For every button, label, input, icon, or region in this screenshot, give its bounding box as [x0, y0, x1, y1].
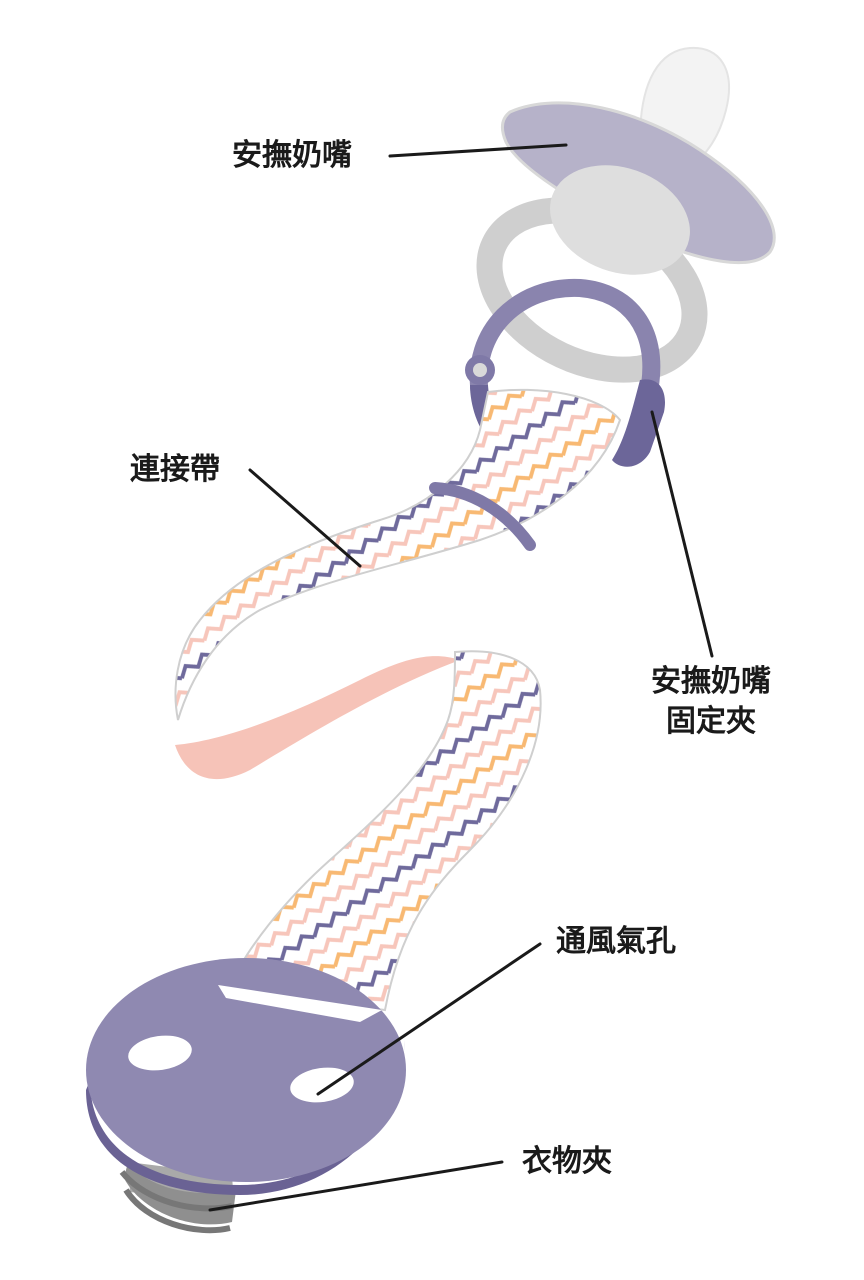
leader-line-holder — [650, 410, 714, 658]
holder-latch — [612, 379, 665, 467]
label-holder-line1: 安撫奶嘴 — [651, 664, 771, 699]
leader-line-clip — [208, 1160, 504, 1212]
label-clothing-clip: 衣物夾 — [522, 1144, 612, 1179]
holder-ring — [469, 278, 661, 404]
leader-lines — [208, 143, 714, 1212]
leader-line-pacifier — [388, 143, 568, 158]
label-strap: 連接帶 — [130, 452, 220, 487]
strap-upper — [174, 388, 622, 721]
holder-pin-center — [473, 363, 487, 377]
label-pacifier: 安撫奶嘴 — [232, 138, 352, 173]
label-holder-line2: 固定夾 — [666, 704, 756, 739]
strap-band — [429, 482, 536, 551]
strap-lower — [226, 650, 542, 1012]
strap-underside — [175, 656, 460, 780]
vent-hole-right — [290, 1067, 354, 1103]
leader-line-vent — [316, 942, 542, 1096]
leader-line-strap — [248, 468, 362, 568]
label-pacifier-holder: 安撫奶嘴 固定夾 — [636, 662, 786, 742]
clip-strap-slot — [218, 985, 382, 1022]
vent-hole-left — [128, 1035, 192, 1071]
pacifier — [476, 46, 776, 383]
pacifier-button — [550, 165, 690, 275]
label-vent-holes: 通風氣孔 — [556, 924, 676, 959]
clothing-clip — [86, 958, 406, 1234]
